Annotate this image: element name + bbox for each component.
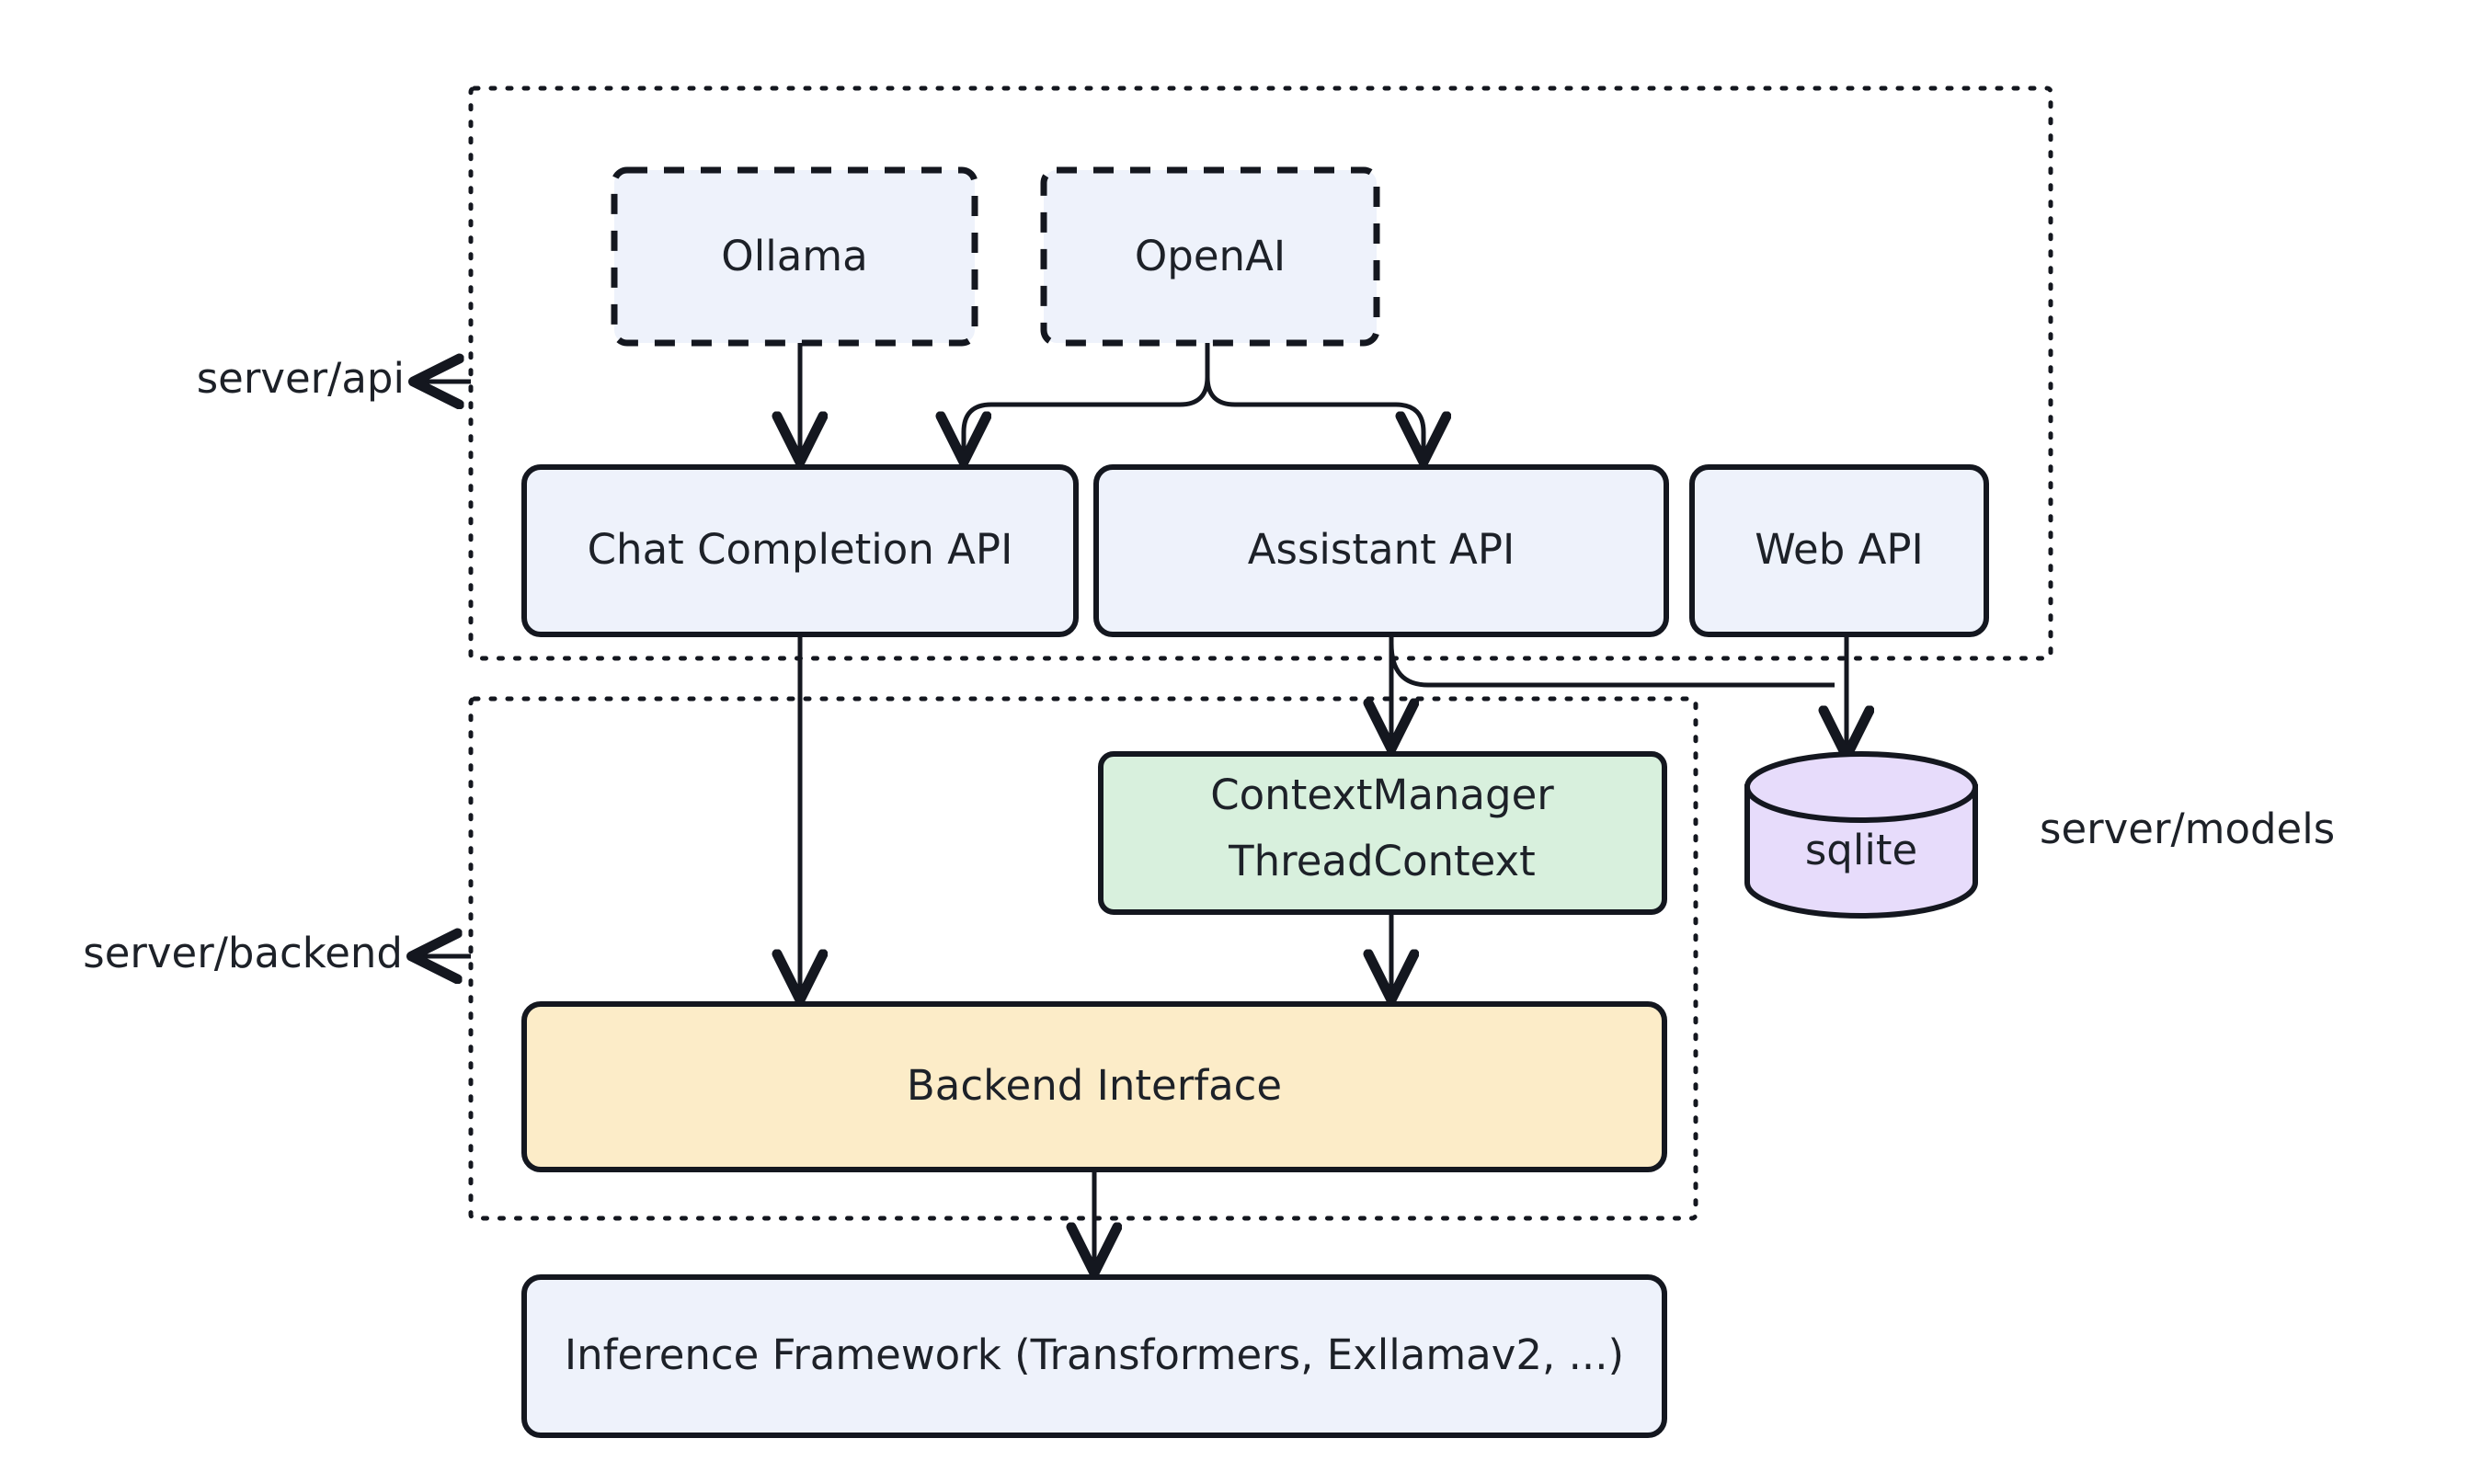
node-context-manager-shape [1098, 751, 1667, 915]
node-chat-completion-api-label: Chat Completion API [588, 525, 1013, 574]
node-inference-framework-label: Inference Framework (Transformers, Exlla… [565, 1330, 1624, 1379]
node-ollama-label: Ollama [721, 232, 867, 280]
node-sqlite-label: sqlite [1805, 826, 1917, 874]
node-sqlite-top-ellipse [1744, 751, 1978, 823]
node-chat-completion-api-shape [521, 464, 1079, 637]
node-inference-framework[interactable]: Inference Framework (Transformers, Exlla… [521, 1274, 1667, 1438]
node-context-manager[interactable]: ContextManager ThreadContext [1098, 751, 1667, 915]
node-context-manager-label-line1: ContextManager [1210, 771, 1554, 819]
node-web-api-shape [1689, 464, 1989, 637]
node-openai-label: OpenAI [1135, 232, 1286, 280]
edge-assistant-api-to-sqlite-elbow [1389, 643, 1835, 688]
node-backend-interface-label: Backend Interface [907, 1061, 1282, 1110]
node-ollama-shape [611, 166, 978, 347]
node-inference-framework-shape [521, 1274, 1667, 1438]
node-sqlite[interactable]: sqlite [1744, 751, 1978, 919]
node-backend-interface-shape [521, 1001, 1667, 1172]
group-label-server-backend: server/backend [83, 929, 403, 977]
node-chat-completion-api[interactable]: Chat Completion API [521, 464, 1079, 637]
node-openai-shape [1040, 166, 1380, 347]
group-box-server-backend [468, 696, 1698, 1221]
group-label-server-api: server/api [197, 354, 405, 403]
node-web-api-label: Web API [1755, 525, 1924, 574]
node-web-api[interactable]: Web API [1689, 464, 1989, 637]
node-ollama[interactable]: Ollama [611, 166, 978, 347]
node-sqlite-body [1744, 784, 1978, 919]
node-assistant-api-shape [1093, 464, 1669, 637]
node-context-manager-label-line2: ThreadContext [1228, 837, 1536, 885]
node-assistant-api[interactable]: Assistant API [1093, 464, 1669, 637]
node-assistant-api-label: Assistant API [1248, 525, 1515, 574]
group-label-server-models: server/models [2040, 805, 2335, 853]
group-box-server-api [468, 86, 2053, 661]
node-openai[interactable]: OpenAI [1040, 166, 1380, 347]
edge-openai-to-chat-completion-api [964, 342, 1210, 460]
edge-openai-to-assistant-api [1205, 342, 1424, 460]
node-backend-interface[interactable]: Backend Interface [521, 1001, 1667, 1172]
